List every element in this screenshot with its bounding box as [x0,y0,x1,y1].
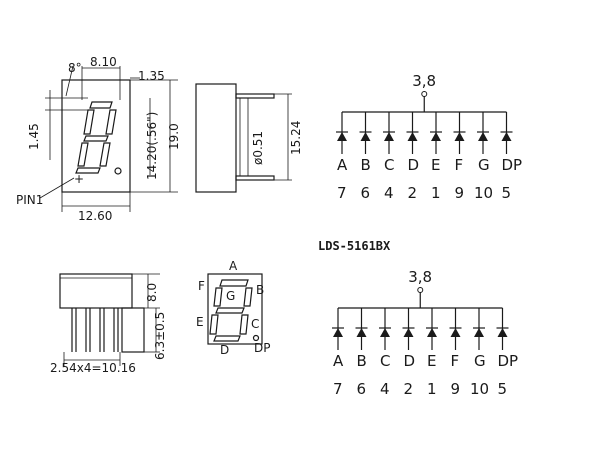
diode-symbol [356,328,367,337]
dim-pin-dia: ø0.51 [251,131,265,165]
diode-symbol [407,132,418,141]
diode-symbol [337,132,347,141]
segment-letter: DP [502,156,523,174]
segment-letter: A [337,156,348,174]
pin-number: 7 [337,184,347,202]
segment-map-digit [207,273,263,345]
pin-number: 2 [408,184,418,202]
seg-label-f: F [198,279,205,293]
side-body-outline [195,83,237,193]
seg-label-e: E [196,315,204,329]
part-number-title: LDS-5161BX [318,239,391,253]
diode-symbol [474,328,484,337]
dim-width-top: 8.10 [90,55,117,69]
seg-label-dp: DP [254,341,270,355]
pin-number: 7 [333,380,343,398]
diode-symbol [360,132,371,141]
diode-symbol [380,328,390,337]
side-pin-bottom [235,175,275,181]
dim-pitch: 2.54x4=10.16 [50,361,136,375]
dim-width-bottom: 12.60 [78,209,112,223]
diode-symbol [427,328,437,337]
pin-number: 4 [384,184,394,202]
dim-right-offset: 1.35 [138,69,165,83]
seg-label-b: B [256,283,264,297]
dim-seg-offset: 1.45 [27,123,41,150]
segment-letter: D [408,156,420,174]
diode-symbol [333,328,343,337]
pin-number: 9 [451,380,461,398]
seg-label-g: G [226,289,235,303]
front-digit-segments [75,101,122,175]
pin-number: 2 [404,380,414,398]
pin-number: 5 [498,380,508,398]
segment-letter: E [431,156,440,174]
common-pins-label: 3,8 [408,268,432,286]
segment-letter: C [384,156,394,174]
bottom-pins [71,308,119,352]
pin-number: 10 [470,380,489,398]
seg-label-d: D [220,343,229,357]
pin-number: 10 [474,184,493,202]
bottom-body-outline [59,273,133,309]
segment-letter: F [455,156,464,174]
dim-side-height: 15.24 [289,121,303,155]
bottom-view: 8.0 6.3±0.5 2.54x4=10.16 [50,273,167,375]
pin-number: 9 [455,184,465,202]
diode-symbol [403,328,414,337]
common-node [421,91,428,97]
segment-letter: B [357,352,367,370]
dim-angle: 8° [68,61,82,75]
diode-symbol [497,328,508,337]
schematic-bottom: 3,8A 7B 6C 4D 2E 1F 9G 10 DP 5 [332,268,518,398]
diode-symbol [431,132,441,141]
front-body-outline [61,79,131,193]
segment-letter: A [333,352,344,370]
segment-letter: DP [498,352,519,370]
segment-map: A B C D E F G DP [196,259,270,357]
common-pins-label: 3,8 [412,72,436,90]
diode-symbol [454,132,465,141]
pin-number: 5 [502,184,512,202]
segment-letter: C [380,352,390,370]
pin-number: 1 [431,184,441,202]
segment-letter: E [427,352,436,370]
side-view: ø0.51 15.24 [195,83,303,193]
diode-symbol [501,132,512,141]
svg-text:+: + [74,172,84,186]
side-pin-top [235,93,275,99]
seg-label-c: C [251,317,259,331]
segment-letter: G [474,352,486,370]
dim-pin-length: 6.3±0.5 [153,312,167,360]
segment-letter: B [361,156,371,174]
common-node [417,287,424,293]
diode-symbol [384,132,394,141]
pin-number: 1 [427,380,437,398]
pin-number: 6 [361,184,371,202]
dim-bottom-height: 8.0 [145,283,159,302]
dim-height-inner: 14.20(.56") [145,112,159,180]
pin-number: 4 [380,380,390,398]
dim-height-outer: 19.0 [167,123,181,150]
segment-letter: D [404,352,416,370]
schematic-top: 3,8A 7B 6C 4D 2E 1F 9G 10 DP 5 [336,72,522,202]
segment-letter: G [478,156,490,174]
diode-symbol [450,328,461,337]
segment-letter: F [451,352,460,370]
seg-label-a: A [229,259,238,273]
pin-number: 6 [357,380,367,398]
front-view: + 8° 8.10 1.35 1.45 14.20(.56") 19.0 12.… [16,55,181,223]
diode-symbol [478,132,488,141]
pin1-label: PIN1 [16,193,43,207]
